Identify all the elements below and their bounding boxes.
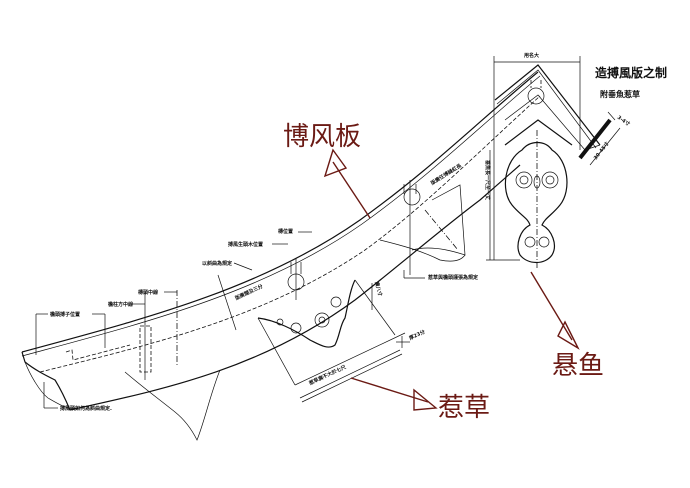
- bofengban-annotation: 博风板: [283, 122, 371, 219]
- xuanyu-annotation: 悬鱼: [530, 271, 604, 381]
- bottom-note-label: 搏風頭如何為斜曲規定.: [60, 405, 112, 412]
- bofeng-board: [21, 71, 541, 411]
- apex-chevron: [494, 64, 601, 151]
- title-subtitle: 附垂魚惹草: [600, 89, 640, 99]
- tie-center-label: 槫頭中線: [138, 289, 158, 296]
- curve-rule-label: 以斜曲為規定: [202, 260, 232, 267]
- drawing-title: 造搏風版之制 附垂魚惹草: [595, 65, 667, 99]
- upper-purlin-detail: 惹草與檐頭謹張為規定 版廣任博縫紅長: [379, 162, 478, 281]
- lower-left-detail: 槫頭中線 檐柱方中線 檐頭搏子位置 搏風頭如何為斜曲規定.: [35, 289, 221, 441]
- board-width-upper-label: 版廣任博縫紅長: [429, 162, 463, 187]
- board-width-lower-label: 版廣闊及三分: [234, 283, 264, 302]
- xuanyu-label: 悬鱼: [552, 351, 604, 381]
- right-length-label: 30-45寸: [592, 140, 610, 161]
- purlin-end-label: 搏風生頭木位置: [228, 241, 263, 248]
- bofengban-label: 博风板: [283, 122, 361, 152]
- top-dimension: 用名大: [493, 52, 581, 260]
- recao-note-label: 惹草與檐頭謹張為規定: [427, 274, 478, 281]
- recao-dim-label: 厚23分: [408, 328, 426, 342]
- recao-label: 惹草: [438, 393, 490, 423]
- hanging-fish-ornament: 垂魚長一尺至一丈: [484, 119, 573, 270]
- eave-end-label: 檐頭搏子位置: [50, 311, 80, 318]
- recao-width-label: 惹草廣不大於七尺: [307, 364, 347, 388]
- top-width-label: 用名大: [523, 52, 539, 59]
- column-center-label: 檐柱方中線: [108, 301, 133, 308]
- board-thickness-detail: 3-4寸 30-45寸: [578, 111, 632, 166]
- fish-height-label: 垂魚長一尺至一丈: [484, 160, 491, 200]
- purlin-pos-label: 槫位置: [278, 228, 293, 235]
- right-thickness-label: 3-4寸: [616, 114, 632, 128]
- title-main: 造搏風版之制: [595, 65, 667, 80]
- recao-annotation: 惹草: [350, 377, 490, 423]
- middle-purlin-detail: 槫位置 搏風生頭木位置 以斜曲為規定 版廣闊及三分: [202, 228, 312, 331]
- recao-ornament: 惹草廣不大於七尺 廣八寸 厚23分: [257, 279, 426, 403]
- recao-side-label: 廣八寸: [373, 280, 384, 297]
